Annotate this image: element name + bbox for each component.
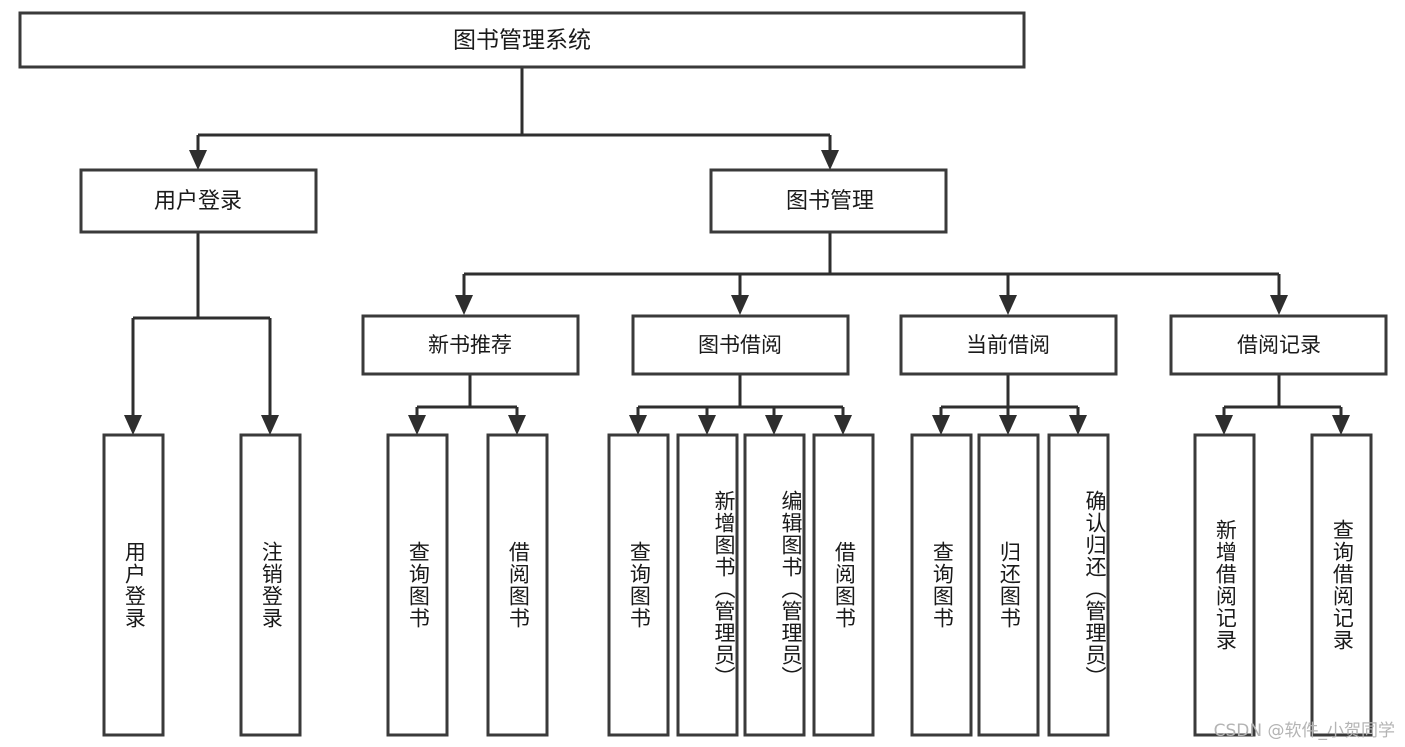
node-book-management-label: 图书管理 [786, 189, 874, 214]
leaf-box-user-login-login[interactable] [102, 433, 165, 737]
arrow-head-book-mgmt [821, 150, 839, 170]
arrow-head-current-borrow-leaf1 [932, 415, 950, 435]
node-new-book-recommend-box[interactable] [361, 314, 580, 376]
node-current-borrow-label: 当前借阅 [966, 333, 1050, 357]
arrow-head-current-borrow-leaf2 [999, 415, 1017, 435]
connector-group-book-borrow-to-leaves [629, 374, 852, 435]
node-book-management-box[interactable] [709, 168, 948, 234]
node-new-book-recommend-label: 新书推荐 [428, 333, 512, 357]
node-root-system-label: 图书管理系统 [453, 28, 591, 54]
node-borrow-records-box[interactable] [1169, 314, 1388, 376]
arrow-head-new-book-leaf2 [508, 415, 526, 435]
arrow-head-borrow-records [1270, 295, 1288, 315]
arrow-head-book-borrow-leaf1 [629, 415, 647, 435]
arrow-head-user-login [189, 150, 207, 170]
connector-group-current-borrow-to-leaves [932, 374, 1087, 435]
connector-group-new-book-to-leaves [408, 374, 526, 435]
leaf-box-user-login-logout[interactable] [239, 433, 302, 737]
connector-group-book-mgmt-to-level3 [455, 232, 1288, 315]
connector-group-borrow-records-to-leaves [1215, 374, 1350, 435]
arrow-head-current-borrow-leaf3 [1069, 415, 1087, 435]
arrow-head-book-borrow-leaf2 [698, 415, 716, 435]
leaf-box-current-query[interactable] [910, 433, 973, 737]
node-borrow-records[interactable]: 借阅记录 [1169, 314, 1388, 376]
leaf-box-borrow-query[interactable] [607, 433, 670, 737]
connector-group-user-login-to-leaves [124, 232, 279, 435]
arrow-head-book-borrow-leaf4 [834, 415, 852, 435]
arrow-head-book-borrow-leaf3 [765, 415, 783, 435]
leaf-box-group [102, 433, 1373, 737]
connector-group-root-to-level2 [189, 67, 839, 170]
leaf-box-current-confirm[interactable] [1047, 433, 1110, 737]
arrow-head-new-book-leaf1 [408, 415, 426, 435]
node-book-borrow-label: 图书借阅 [698, 333, 782, 357]
arrow-head-borrow-records-leaf2 [1332, 415, 1350, 435]
node-current-borrow[interactable]: 当前借阅 [899, 314, 1118, 376]
node-book-borrow-box[interactable] [631, 314, 850, 376]
node-user-login-box[interactable] [79, 168, 318, 234]
leaf-box-newbook-query[interactable] [386, 433, 449, 737]
node-user-login[interactable]: 用户登录 [79, 168, 318, 234]
leaf-box-current-return[interactable] [977, 433, 1040, 737]
node-book-management[interactable]: 图书管理 [709, 168, 948, 234]
leaf-box-records-add[interactable] [1193, 433, 1256, 737]
leaf-box-borrow-edit[interactable] [743, 433, 806, 737]
arrow-head-user-login-leaf2 [261, 415, 279, 435]
node-current-borrow-box[interactable] [899, 314, 1118, 376]
arrow-head-new-book [455, 295, 473, 315]
arrow-head-book-borrow [731, 295, 749, 315]
node-user-login-label: 用户登录 [154, 189, 242, 214]
node-root-system-box[interactable] [18, 11, 1026, 69]
node-book-borrow[interactable]: 图书借阅 [631, 314, 850, 376]
node-new-book-recommend[interactable]: 新书推荐 [361, 314, 580, 376]
leaf-box-borrow-add[interactable] [676, 433, 739, 737]
leaf-box-newbook-borrow[interactable] [486, 433, 549, 737]
arrow-head-current-borrow [999, 295, 1017, 315]
leaf-box-records-query[interactable] [1310, 433, 1373, 737]
arrow-head-borrow-records-leaf1 [1215, 415, 1233, 435]
node-borrow-records-label: 借阅记录 [1237, 333, 1321, 357]
node-root-system[interactable]: 图书管理系统 [18, 11, 1026, 69]
arrow-head-user-login-leaf1 [124, 415, 142, 435]
leaf-box-borrow-lend[interactable] [812, 433, 875, 737]
